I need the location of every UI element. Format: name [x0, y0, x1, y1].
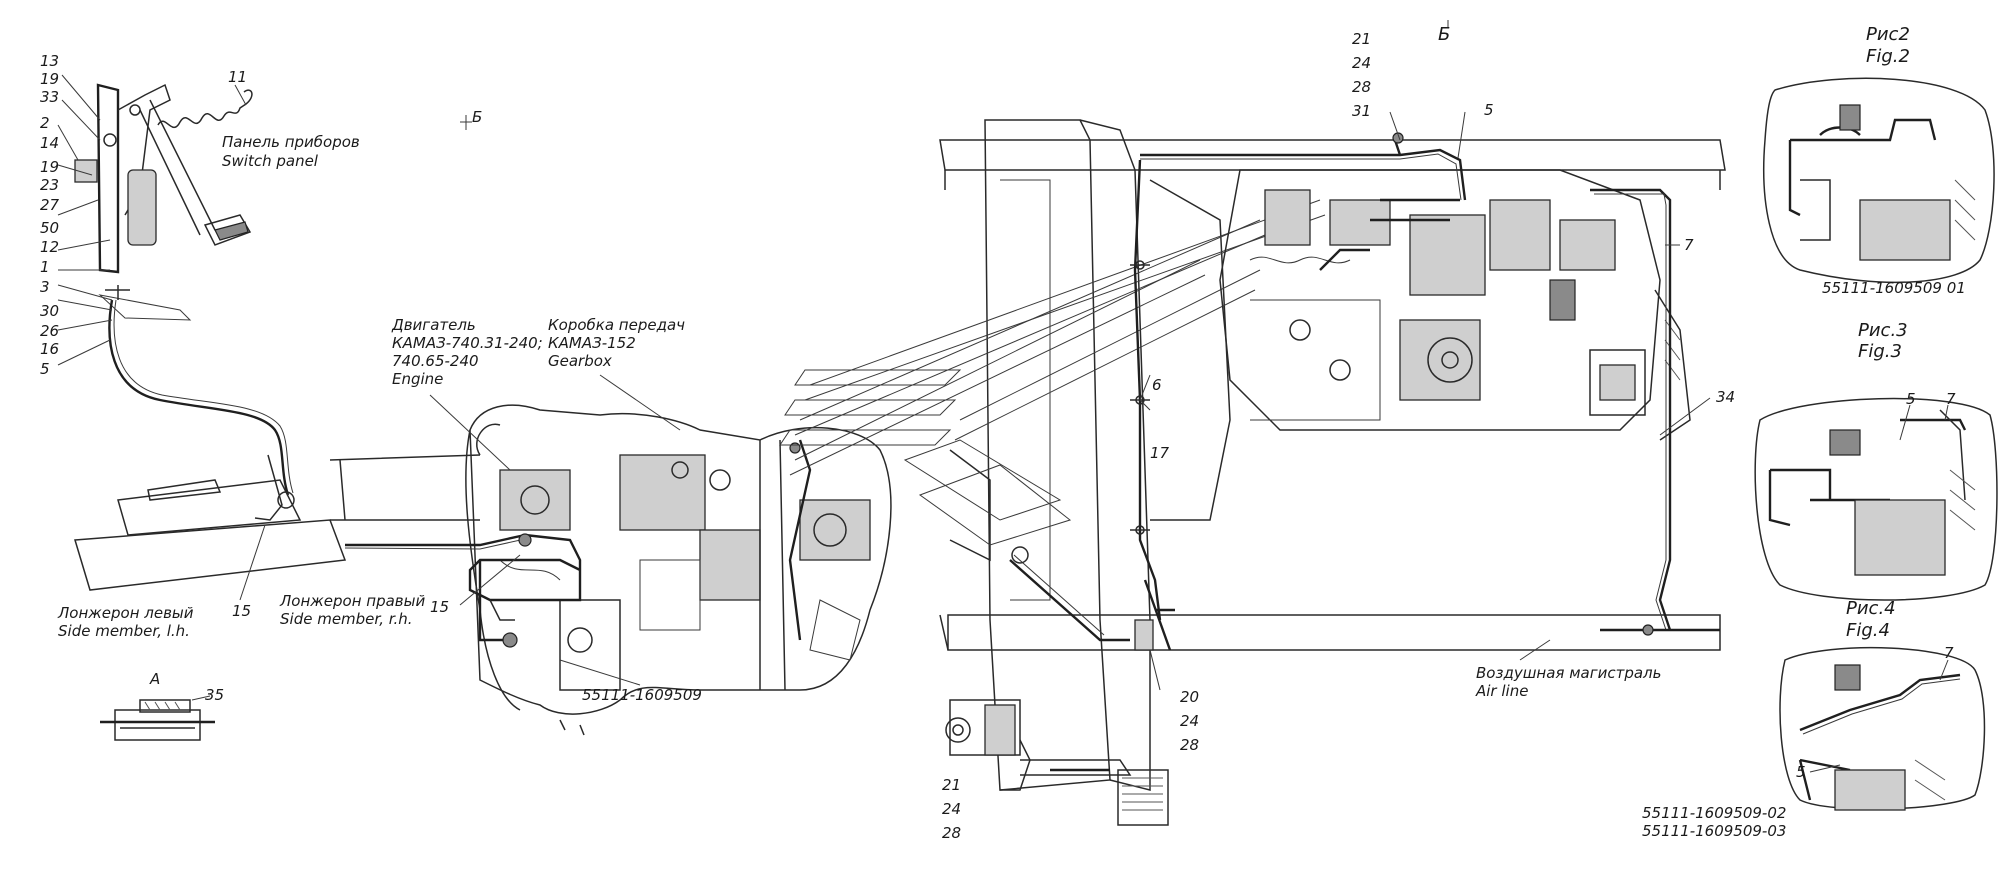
spring-callout: 11 [228, 68, 247, 86]
detail-a-drawing [100, 695, 215, 741]
pedal-callout: 33 [40, 88, 59, 106]
switch-panel-label-en: Switch panel [222, 152, 319, 170]
stack-callout: 24 [1352, 54, 1371, 72]
engine-gearbox-block [465, 404, 892, 736]
leader-lines [57, 20, 1949, 773]
fig2-part-number: 55111-1609509 01 [1822, 279, 1966, 297]
stack-callout: 21 [942, 776, 961, 794]
fig4-title-ru: Рис.4 [1846, 598, 1896, 619]
pedal-callout: 19 [40, 158, 59, 176]
pedal-callout: 50 [40, 219, 59, 237]
center-pedal-assembly [945, 546, 1169, 826]
pedal-assembly [74, 83, 295, 521]
pedal-callout: 23 [40, 176, 59, 194]
fig3-drawing [1754, 397, 1998, 601]
side-member-lh-ru: Лонжерон левый [57, 604, 194, 622]
air-line-label-en: Air line [1475, 682, 1528, 700]
stack-callout: 24 [1180, 712, 1199, 730]
stack-callout: 28 [1352, 78, 1371, 96]
center-air-and-clutch-lines [1130, 132, 1720, 651]
gearbox-label-en: Gearbox [548, 352, 612, 370]
pedal-callout: 12 [40, 238, 59, 256]
side-member-lh-en: Side member, l.h. [58, 622, 190, 640]
switch-panel-label-ru: Панель приборов [222, 133, 360, 151]
fig4-callout-5: 5 [1796, 763, 1806, 781]
side-member-rh-ru: Лонжерон правый [279, 592, 425, 610]
callout-34-center: 34 [1716, 388, 1735, 406]
callout-17-center: 17 [1150, 444, 1170, 462]
left-part-number: 55111-1609509 [582, 686, 702, 704]
view-b-marker-top: Б [1438, 24, 1450, 45]
stack-callout: 20 [1180, 688, 1199, 706]
fig4-drawing [1779, 646, 1986, 811]
stack-callout: 28 [1180, 736, 1199, 754]
center-top-stack: 21 24 28 31 [1352, 30, 1371, 120]
fig3-callout-5: 5 [1906, 390, 1916, 408]
fig3-callout-7: 7 [1946, 390, 1956, 408]
stack-callout: 31 [1352, 102, 1371, 120]
callout-15-engine: 15 [430, 598, 449, 616]
pedal-callout: 1 [40, 258, 50, 276]
callout-7-center: 7 [1684, 236, 1694, 254]
callout-5-center: 5 [1484, 101, 1494, 119]
pedal-callout: 19 [40, 70, 59, 88]
callout-15-left: 15 [232, 602, 251, 620]
fig3-title-en: Fig.3 [1858, 341, 1902, 362]
fig2-drawing [1763, 77, 1995, 284]
gearbox-label-ru: Коробка передач [548, 316, 685, 334]
projection-lines [779, 199, 1326, 546]
callout-6-center: 6 [1152, 376, 1162, 394]
fig4-title-en: Fig.4 [1846, 620, 1890, 641]
bottom-right-stack: 20 24 28 [1180, 688, 1199, 754]
pedal-callout: 13 [40, 52, 59, 70]
engine-label-en: Engine [392, 370, 443, 388]
pedal-callout: 26 [40, 322, 59, 340]
fig2-title-ru: Рис2 [1866, 24, 1910, 45]
pedal-callouts: 13 19 33 2 14 19 23 27 50 12 1 3 30 26 1… [40, 52, 60, 378]
engine-model-1: КАМАЗ-740.31-240; [392, 334, 543, 352]
fig4-part-number-2: 55111-1609509-03 [1642, 822, 1786, 840]
pedal-callout: 2 [40, 114, 50, 132]
side-member-rh-en: Side member, r.h. [280, 610, 413, 628]
pedal-callout: 5 [40, 360, 50, 378]
pedal-callout: 14 [40, 134, 59, 152]
engine-label-ru: Двигатель [391, 316, 476, 334]
left-frame-rails [74, 423, 501, 591]
engine-model-2: 740.65-240 [392, 352, 479, 370]
stack-callout: 28 [942, 824, 961, 842]
gearbox-model: КАМАЗ-152 [548, 334, 636, 352]
stack-callout: 24 [942, 800, 961, 818]
pedal-callout: 16 [40, 340, 59, 358]
view-b-marker-left: Б [472, 108, 482, 126]
pedal-callout: 27 [40, 196, 60, 214]
pedal-callout: 3 [40, 278, 50, 296]
bottom-left-stack: 21 24 28 [942, 776, 961, 842]
air-line-label-ru: Воздушная магистраль [1476, 664, 1661, 682]
stack-callout: 21 [1352, 30, 1371, 48]
detail-a-label: А [149, 670, 160, 688]
detail-a-callout: 35 [205, 686, 224, 704]
fig2-title-en: Fig.2 [1866, 46, 1910, 67]
center-engine-detail [1219, 169, 1691, 441]
fig3-title-ru: Рис.3 [1858, 320, 1908, 341]
fig4-part-number-1: 55111-1609509-02 [1642, 804, 1786, 822]
pedal-callout: 30 [40, 302, 59, 320]
fig4-callout-7: 7 [1944, 644, 1954, 662]
